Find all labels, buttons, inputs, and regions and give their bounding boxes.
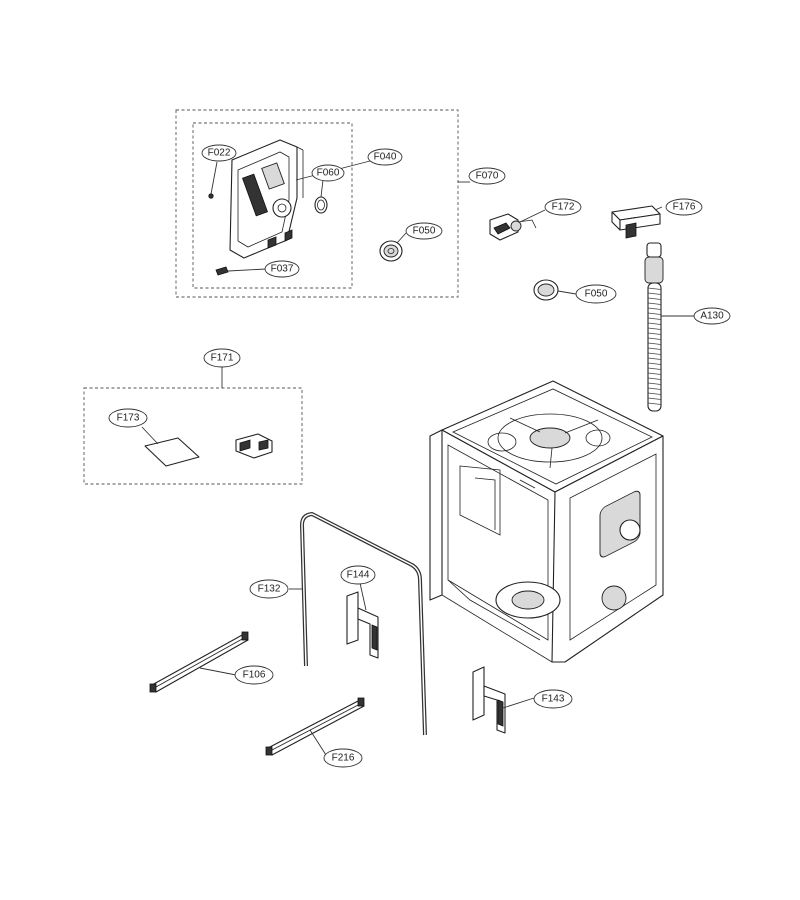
sensor-f172-part — [489, 213, 537, 241]
seal-f050-lower-part — [533, 279, 559, 301]
hose-ring — [647, 292, 662, 295]
seal-f050-upper-part — [379, 240, 403, 262]
callout-f070: F070 — [468, 167, 506, 185]
hose-ring — [647, 367, 662, 370]
dispenser-assembly-part — [229, 139, 304, 259]
sheet-f173-part — [144, 437, 200, 467]
hose-ring — [647, 307, 662, 310]
rail-f216-part — [265, 697, 365, 756]
hose-ring — [647, 402, 662, 405]
svg-text:A130: A130 — [700, 311, 724, 322]
screw-f022-part — [208, 193, 214, 199]
callout-f171: F171 — [203, 348, 241, 368]
hose-ring — [647, 362, 662, 365]
hose-ring — [647, 372, 662, 375]
screw-f037-part — [215, 266, 229, 276]
svg-text:F050: F050 — [585, 289, 608, 300]
svg-text:F171: F171 — [211, 353, 234, 364]
callout-f173: F173 — [108, 408, 148, 428]
callout-f176: F176 — [665, 198, 703, 216]
callout-a130: A130 — [693, 307, 731, 325]
hose-ring — [647, 287, 662, 290]
group-box-f171 — [83, 387, 303, 485]
callout-f050-upper: F050 — [405, 222, 443, 240]
svg-text:F176: F176 — [673, 202, 696, 213]
callout-f022: F022 — [201, 144, 237, 162]
group-box-f040 — [192, 122, 353, 289]
callout-f037: F037 — [264, 260, 300, 278]
hose-ring — [647, 302, 662, 305]
callout-f132: F132 — [249, 579, 289, 599]
callout-f106: F106 — [234, 665, 274, 685]
tub-assembly-part — [429, 380, 664, 663]
hose-ring — [647, 387, 662, 390]
svg-text:F022: F022 — [208, 148, 231, 159]
hose-ring — [647, 382, 662, 385]
svg-text:F132: F132 — [258, 584, 281, 595]
door-gasket-f132-part — [300, 512, 427, 736]
hose-a130-part — [644, 242, 664, 412]
callout-f172: F172 — [544, 198, 582, 216]
hinge-f143-part — [472, 666, 506, 734]
svg-text:F143: F143 — [542, 694, 565, 705]
svg-text:F060: F060 — [317, 168, 340, 179]
bracket-f176-part — [611, 205, 661, 239]
callout-f143: F143 — [533, 689, 573, 709]
gasket-f060-part — [314, 196, 328, 214]
hose-ring — [647, 352, 662, 355]
svg-text:F172: F172 — [552, 202, 575, 213]
callout-f060: F060 — [311, 164, 345, 182]
callout-f144: F144 — [340, 565, 376, 585]
hose-ring — [647, 397, 662, 400]
svg-text:F070: F070 — [476, 171, 499, 182]
hose-ring — [647, 357, 662, 360]
hose-ring — [647, 347, 662, 350]
hose-ring — [647, 317, 662, 320]
hinge-f144-part — [346, 591, 379, 659]
group-box-f070 — [175, 109, 459, 298]
hose-ring — [647, 392, 662, 395]
hose-ring — [647, 377, 662, 380]
hose-ring — [647, 297, 662, 300]
hose-ring — [647, 322, 662, 325]
hose-ring — [647, 342, 662, 345]
hose-ring — [647, 332, 662, 335]
hose-ring — [647, 312, 662, 315]
hose-ring — [647, 327, 662, 330]
callout-f040: F040 — [367, 148, 403, 166]
hose-ring — [647, 337, 662, 340]
rail-f106-part — [149, 631, 249, 693]
svg-text:F173: F173 — [117, 413, 140, 424]
svg-text:F106: F106 — [243, 670, 266, 681]
clip-f171-part — [235, 433, 273, 459]
svg-text:F040: F040 — [374, 152, 397, 163]
svg-text:F216: F216 — [332, 753, 355, 764]
callout-f216: F216 — [323, 748, 363, 768]
callout-f050-lower: F050 — [575, 284, 617, 304]
svg-text:F037: F037 — [271, 264, 294, 275]
svg-text:F050: F050 — [413, 226, 436, 237]
svg-text:F144: F144 — [347, 570, 370, 581]
